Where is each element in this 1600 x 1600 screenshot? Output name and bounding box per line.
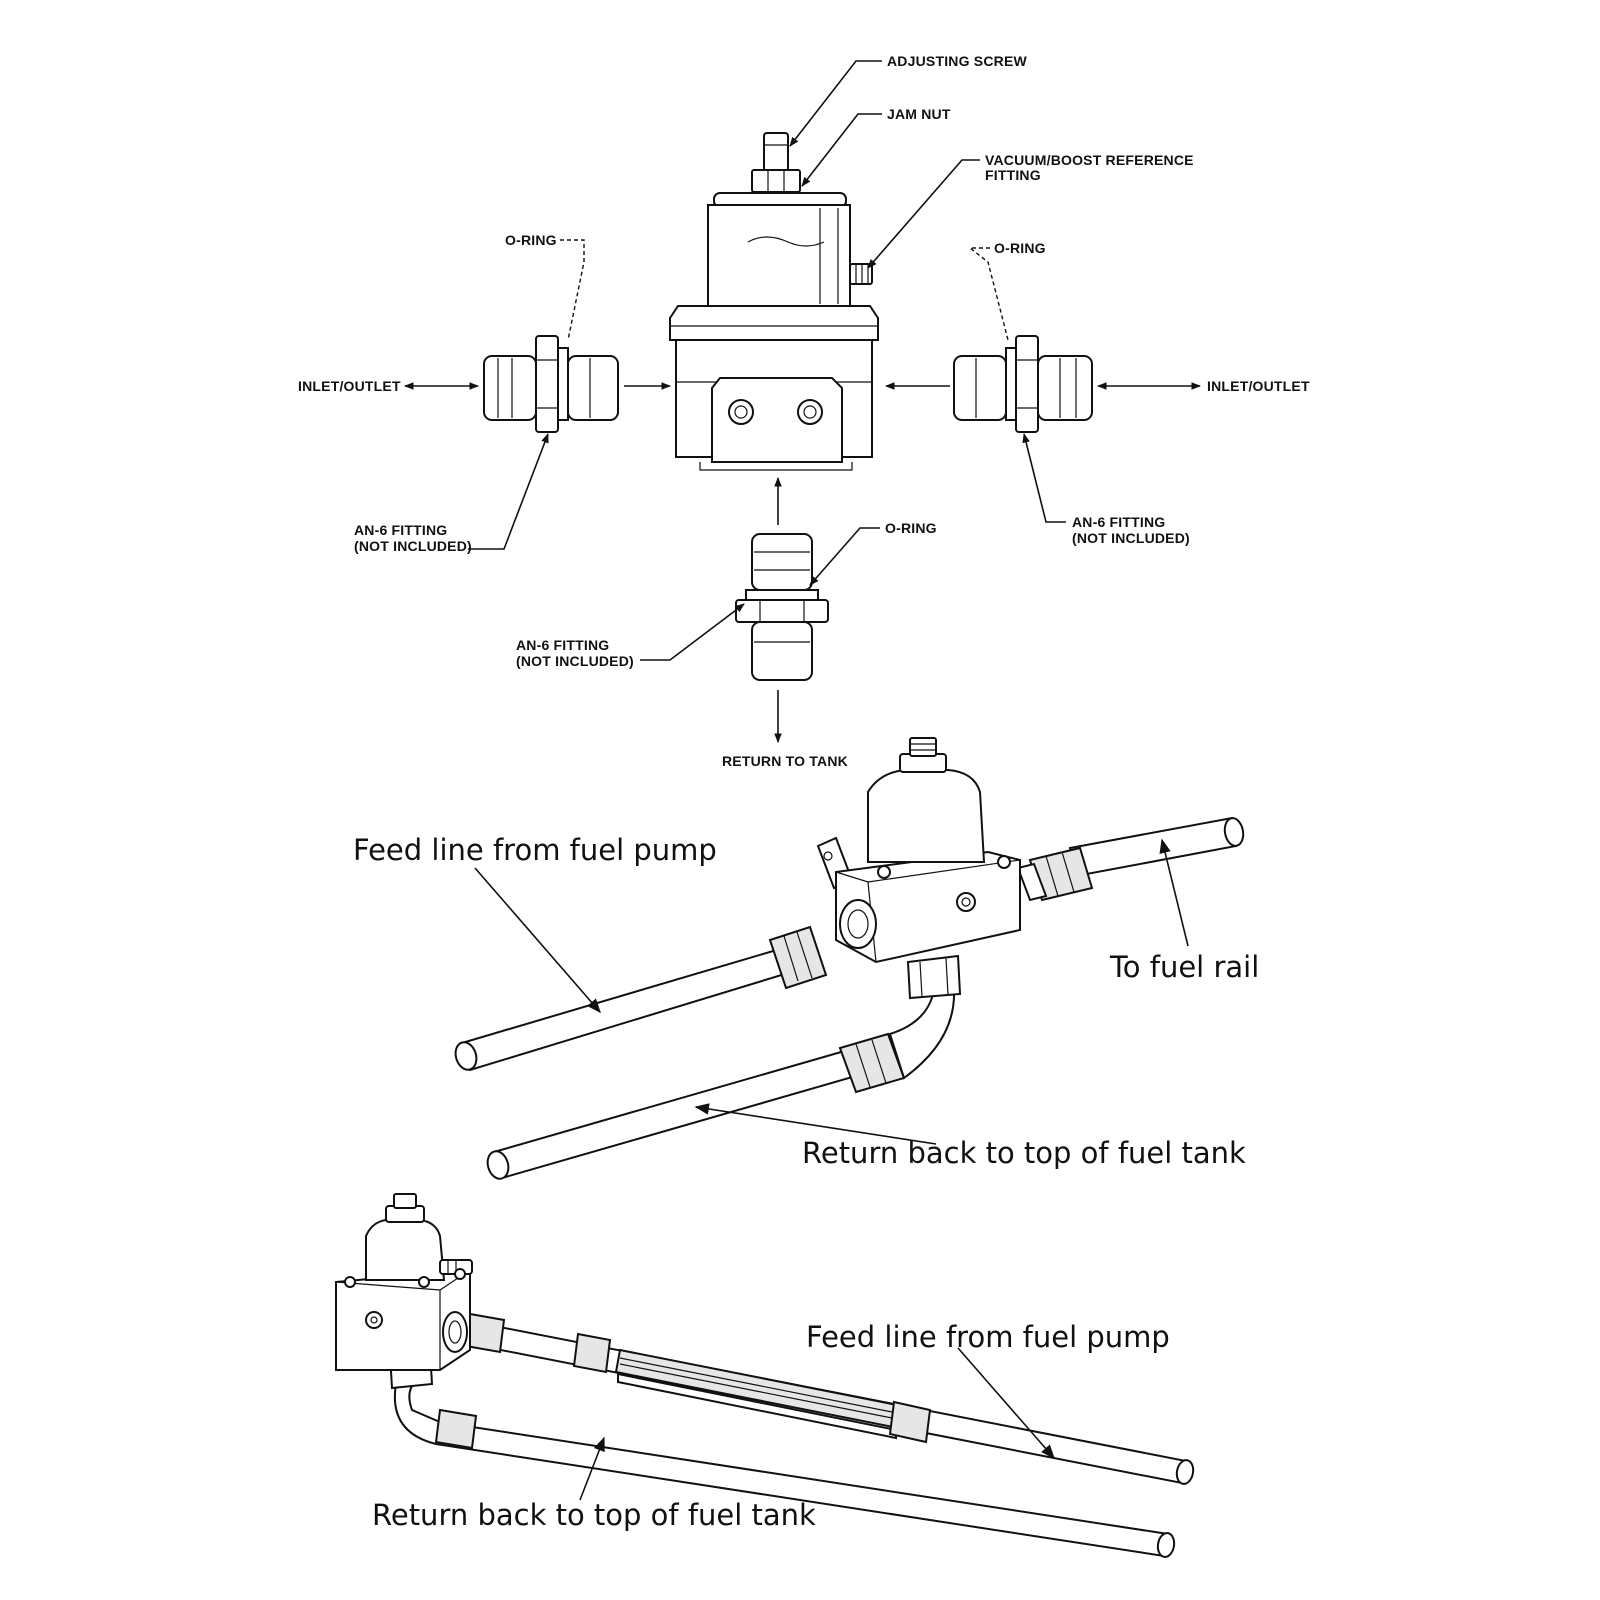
return-line-pipe-bottom — [388, 1348, 1176, 1558]
label-return-back-bottom: Return back to top of fuel tank — [372, 1498, 816, 1532]
bottom-view-arrows — [579, 1347, 1055, 1501]
label-to-fuel-rail: To fuel rail — [1109, 950, 1259, 984]
label-o-ring-right: O-RING — [994, 240, 1046, 256]
exploded-labels: ADJUSTING SCREW JAM NUT VACUUM/BOOST REF… — [298, 53, 1310, 769]
rail-pipe-middle — [1016, 816, 1245, 902]
label-an6-left-title: AN-6 FITTING — [354, 522, 447, 538]
flow-arrows-exploded — [404, 382, 1201, 743]
label-inlet-outlet-right: INLET/OUTLET — [1207, 378, 1310, 394]
middle-installation-view: Feed line from fuel pump To fuel rail Re… — [353, 737, 1259, 1180]
label-jam-nut: JAM NUT — [887, 106, 951, 122]
label-o-ring-bottom: O-RING — [885, 520, 937, 536]
label-an6-bottom-title: AN-6 FITTING — [516, 637, 609, 653]
an6-fitting-right — [953, 335, 1093, 433]
bottom-installation-view: Feed line from fuel pump Return back to … — [335, 1193, 1195, 1558]
return-line-pipe-middle — [486, 989, 956, 1180]
label-vacuum-boost-reference: VACUUM/BOOST REFERENCE — [985, 152, 1194, 168]
middle-view-arrows — [474, 838, 1189, 1145]
regulator-middle — [816, 737, 1021, 1000]
feed-line-pipe-middle — [454, 925, 828, 1072]
label-vacuum-boost-fitting: FITTING — [985, 167, 1041, 183]
label-an6-bottom-note: (NOT INCLUDED) — [516, 653, 634, 669]
exploded-view: ADJUSTING SCREW JAM NUT VACUUM/BOOST REF… — [298, 53, 1310, 769]
label-feed-line-bottom: Feed line from fuel pump — [806, 1320, 1170, 1354]
label-an6-left-note: (NOT INCLUDED) — [354, 538, 472, 554]
regulator-bottom — [335, 1193, 473, 1371]
an6-fitting-bottom — [735, 533, 829, 681]
label-an6-right-title: AN-6 FITTING — [1072, 514, 1165, 530]
label-o-ring-left: O-RING — [505, 232, 557, 248]
label-return-to-tank: RETURN TO TANK — [722, 753, 848, 769]
label-feed-line-middle: Feed line from fuel pump — [353, 833, 717, 867]
regulator-body-exploded — [669, 132, 879, 471]
label-inlet-outlet-left: INLET/OUTLET — [298, 378, 401, 394]
label-an6-right-note: (NOT INCLUDED) — [1072, 530, 1190, 546]
feed-line-pipe-bottom — [464, 1312, 1195, 1485]
leader-lines-exploded — [468, 60, 1066, 661]
label-return-back-middle: Return back to top of fuel tank — [802, 1136, 1246, 1170]
label-adjusting-screw: ADJUSTING SCREW — [887, 53, 1027, 69]
an6-fitting-left — [483, 335, 619, 433]
